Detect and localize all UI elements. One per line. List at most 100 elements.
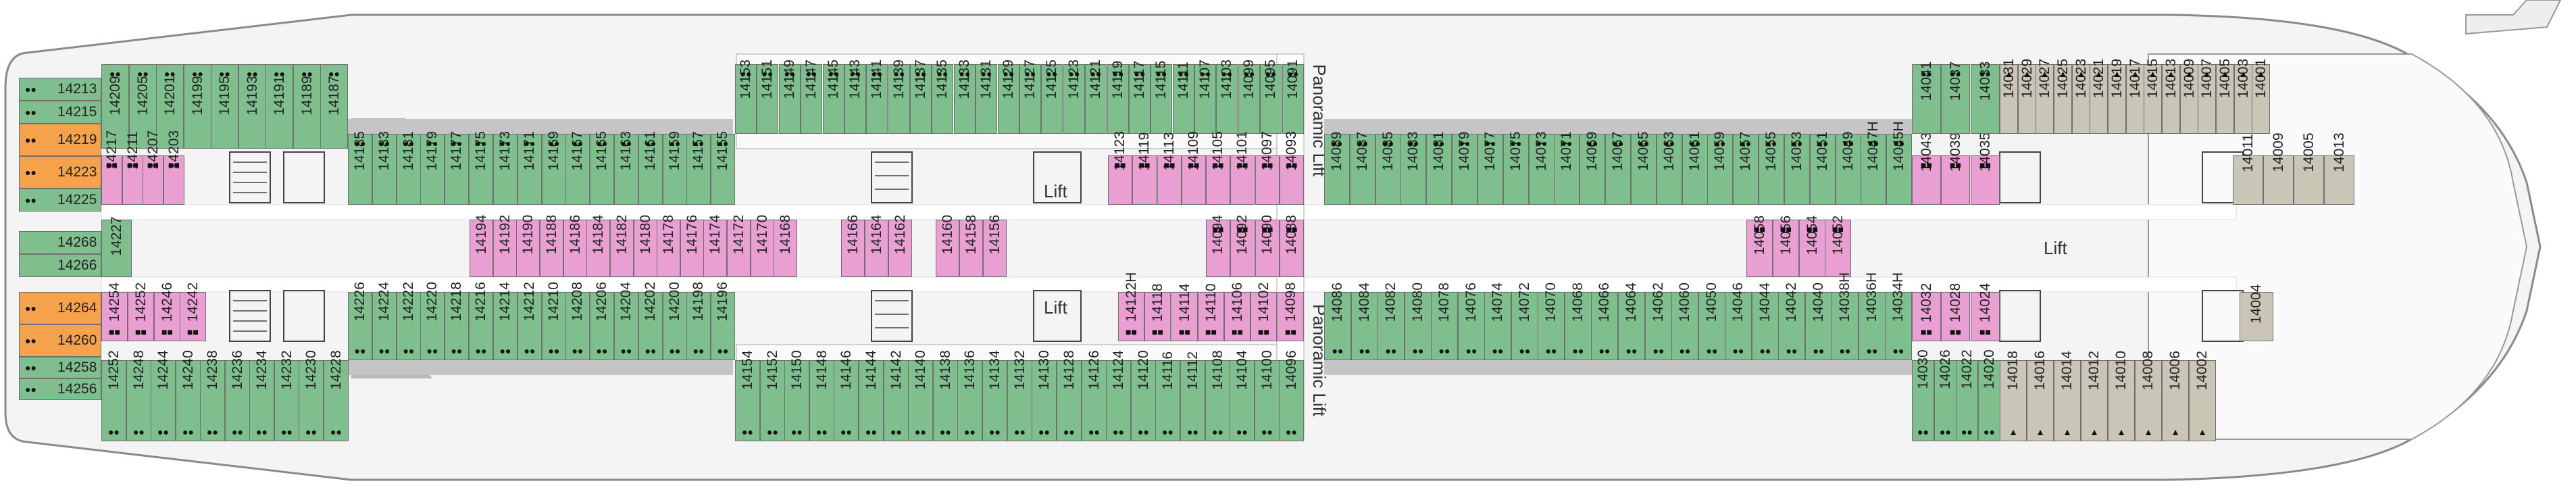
- cabin-14061[interactable]: 14061●●: [1682, 132, 1708, 205]
- cabin-14103[interactable]: 14103●●: [1216, 59, 1238, 134]
- cabin-14123[interactable]: 14123●●: [1063, 59, 1085, 134]
- cabin-14036H[interactable]: 14036H●●: [1859, 272, 1886, 360]
- cabin-14052[interactable]: 14052■■: [1825, 215, 1851, 277]
- cabin-14094[interactable]: 14094■■: [1206, 215, 1230, 277]
- cabin-14032[interactable]: 14032■■: [1912, 283, 1941, 341]
- cabin-14240[interactable]: 14240●●: [176, 350, 201, 441]
- cabin-14011[interactable]: 14011: [2233, 134, 2263, 205]
- cabin-14136[interactable]: 14136●●: [957, 350, 982, 441]
- cabin-14098[interactable]: 14098■■: [1278, 282, 1304, 341]
- cabin-14154[interactable]: 14154●●: [735, 350, 760, 441]
- cabin-14115[interactable]: 14115●●: [1151, 61, 1172, 134]
- cabin-14166[interactable]: 14166: [841, 214, 865, 277]
- cabin-14161[interactable]: 14161●●: [638, 131, 663, 205]
- cabin-14196[interactable]: 14196●●: [711, 282, 735, 360]
- cabin-14119[interactable]: 14119■■: [1132, 132, 1157, 205]
- cabin-14191[interactable]: 14191●●: [266, 64, 293, 149]
- cabin-14236[interactable]: 14236●●: [225, 350, 250, 441]
- cabin-14192[interactable]: 14192: [493, 214, 517, 277]
- cabin-14190[interactable]: 14190: [516, 214, 540, 277]
- cabin-14213[interactable]: 14213●●: [19, 78, 101, 101]
- cabin-14090[interactable]: 14090■■: [1255, 215, 1280, 277]
- cabin-14063[interactable]: 14063●●: [1657, 132, 1682, 205]
- cabin-14079[interactable]: 14079●●: [1452, 132, 1478, 205]
- cabin-14217[interactable]: 14217■■: [101, 130, 122, 205]
- cabin-14177[interactable]: 14177●●: [445, 131, 469, 205]
- cabin-14109[interactable]: 14109■■: [1182, 131, 1206, 205]
- cabin-14179[interactable]: 14179●●: [420, 131, 445, 205]
- cabin-14025[interactable]: 14025▲: [2054, 59, 2072, 134]
- cabin-14158[interactable]: 14158: [959, 214, 983, 277]
- cabin-14106[interactable]: 14106■■: [1224, 282, 1251, 341]
- cabin-14206[interactable]: 14206●●: [590, 282, 614, 360]
- cabin-14170[interactable]: 14170: [751, 214, 774, 277]
- cabin-14131[interactable]: 14131●●: [976, 59, 997, 134]
- cabin-14238[interactable]: 14238●●: [200, 350, 225, 441]
- cabin-14071[interactable]: 14071●●: [1554, 132, 1580, 205]
- cabin-14093[interactable]: 14093■■: [1280, 131, 1304, 205]
- cabin-14146[interactable]: 14146●●: [834, 350, 859, 441]
- cabin-14126[interactable]: 14126●●: [1082, 350, 1107, 441]
- cabin-14157[interactable]: 14157●●: [686, 131, 711, 205]
- cabin-14147[interactable]: 14147●●: [801, 59, 822, 134]
- cabin-14018[interactable]: 14018▲: [2000, 351, 2027, 441]
- cabin-14076[interactable]: 14076●●: [1458, 282, 1485, 360]
- cabin-14186[interactable]: 14186: [563, 214, 587, 277]
- cabin-14189[interactable]: 14189●●: [293, 64, 321, 149]
- cabin-14102[interactable]: 14102■■: [1251, 282, 1277, 341]
- cabin-14049[interactable]: 14049●●: [1836, 132, 1861, 205]
- cabin-14083[interactable]: 14083●●: [1400, 132, 1426, 205]
- cabin-14254[interactable]: 14254■■: [101, 282, 128, 341]
- cabin-14150[interactable]: 14150●●: [784, 350, 809, 441]
- cabin-14004[interactable]: 14004: [2240, 285, 2273, 341]
- cabin-14104[interactable]: 14104●●: [1230, 350, 1255, 441]
- cabin-14144[interactable]: 14144●●: [859, 350, 884, 441]
- cabin-14014[interactable]: 14014▲: [2054, 351, 2081, 441]
- cabin-14067[interactable]: 14067●●: [1605, 132, 1631, 205]
- cabin-14130[interactable]: 14130●●: [1032, 350, 1057, 441]
- cabin-14112[interactable]: 14112●●: [1180, 351, 1205, 441]
- cabin-14021[interactable]: 14021▲: [2090, 59, 2108, 134]
- cabin-14096[interactable]: 14096●●: [1279, 350, 1304, 441]
- cabin-14045H[interactable]: 14045H●●: [1886, 121, 1912, 205]
- cabin-14180[interactable]: 14180: [634, 214, 657, 277]
- cabin-14072[interactable]: 14072●●: [1511, 282, 1538, 360]
- cabin-14019[interactable]: 14019▲: [2108, 59, 2126, 134]
- cabin-14181[interactable]: 14181●●: [397, 131, 421, 205]
- cabin-14143[interactable]: 14143●●: [844, 59, 866, 134]
- cabin-14017[interactable]: 14017▲: [2126, 59, 2144, 134]
- cabin-14215[interactable]: 14215●●: [19, 101, 101, 124]
- cabin-14187[interactable]: 14187●●: [320, 64, 348, 149]
- cabin-14009[interactable]: 14009: [2263, 132, 2294, 205]
- cabin-14043[interactable]: 14043■■: [1912, 132, 1941, 205]
- cabin-14075[interactable]: 14075●●: [1503, 132, 1529, 205]
- cabin-14230[interactable]: 14230●●: [299, 350, 324, 441]
- cabin-14183[interactable]: 14183●●: [372, 131, 397, 205]
- cabin-14108[interactable]: 14108●●: [1205, 350, 1230, 441]
- cabin-14138[interactable]: 14138●●: [933, 350, 958, 441]
- cabin-14135[interactable]: 14135●●: [932, 59, 953, 134]
- cabin-14139[interactable]: 14139●●: [888, 59, 910, 134]
- cabin-14085[interactable]: 14085●●: [1375, 132, 1401, 205]
- cabin-14074[interactable]: 14074●●: [1484, 282, 1511, 360]
- cabin-14039[interactable]: 14039■■: [1941, 132, 1970, 205]
- cabin-14204[interactable]: 14204●●: [614, 282, 638, 360]
- cabin-14268[interactable]: 14268: [19, 231, 101, 254]
- cabin-14222[interactable]: 14222●●: [397, 282, 421, 360]
- cabin-14026[interactable]: 14026●●: [1934, 349, 1956, 441]
- cabin-14101[interactable]: 14101■■: [1230, 131, 1255, 205]
- cabin-14005[interactable]: 14005▲: [2216, 59, 2234, 134]
- cabin-14016[interactable]: 14016▲: [2027, 351, 2054, 441]
- cabin-14219[interactable]: 14219●●: [19, 124, 101, 156]
- cabin-14077[interactable]: 14077●●: [1478, 132, 1503, 205]
- cabin-14210[interactable]: 14210●●: [542, 282, 566, 360]
- cabin-14163[interactable]: 14163●●: [614, 131, 638, 205]
- cabin-14208[interactable]: 14208●●: [565, 282, 590, 360]
- cabin-14266[interactable]: 14266: [19, 254, 101, 277]
- cabin-14151[interactable]: 14151●●: [757, 59, 778, 134]
- cabin-14156[interactable]: 14156: [983, 214, 1007, 277]
- cabin-14176[interactable]: 14176: [680, 214, 704, 277]
- cabin-14095[interactable]: 14095●●: [1260, 59, 1282, 134]
- cabin-14124[interactable]: 14124●●: [1106, 350, 1131, 441]
- cabin-14132[interactable]: 14132●●: [1007, 350, 1032, 441]
